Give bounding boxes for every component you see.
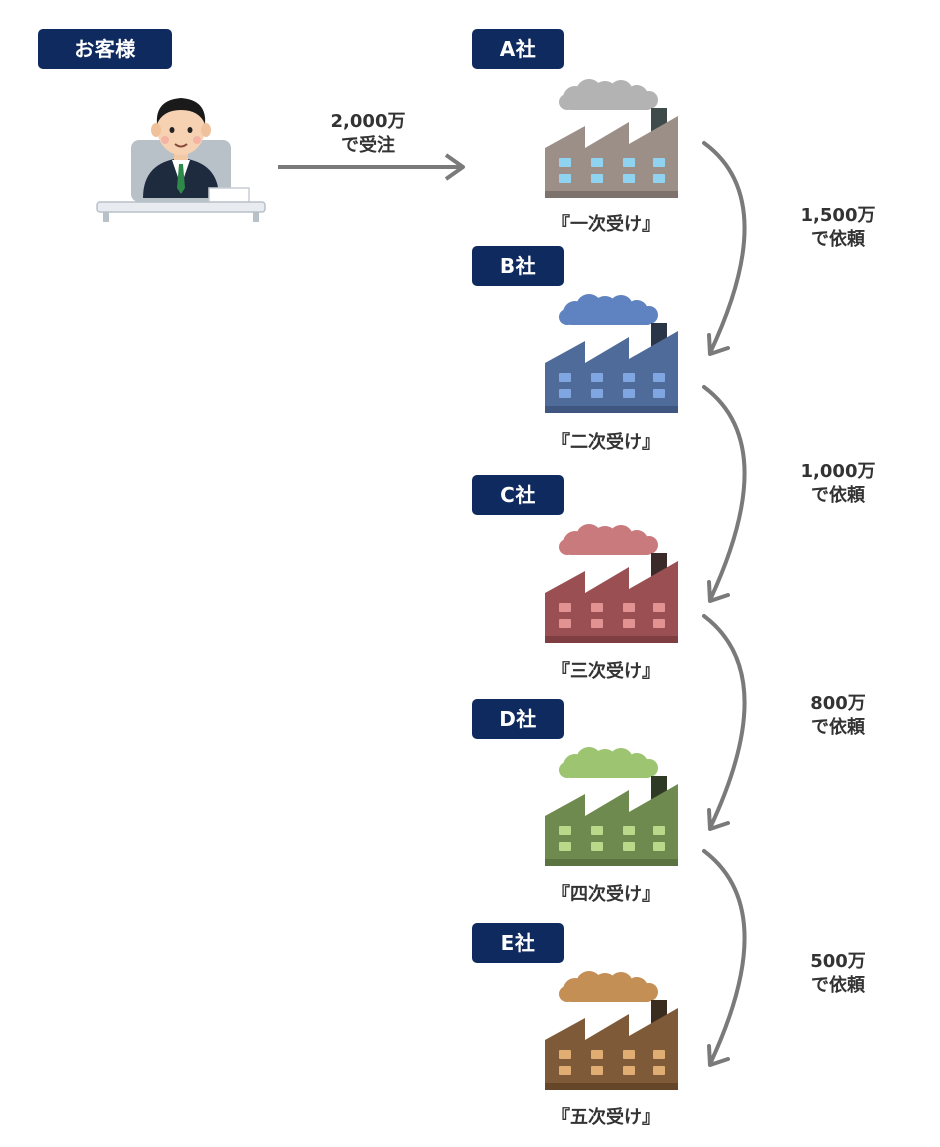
businessman-icon <box>96 98 266 222</box>
request-amount-2: 1,000万 <box>800 461 876 482</box>
tier-label-a: 『一次受け』 <box>552 214 660 235</box>
company-name-e: E社 <box>500 931 536 955</box>
tier-label-b: 『二次受け』 <box>552 432 660 453</box>
request-arrow-1 <box>702 141 747 355</box>
company-badge-c: C社 <box>472 475 564 515</box>
request-amount-3: 800万 <box>810 693 866 714</box>
request-arrow-head-3 <box>707 808 730 831</box>
tier-label-c: 『三次受け』 <box>552 661 660 682</box>
request-arrow-head-1 <box>707 333 730 356</box>
request-amount-1: 1,500万 <box>800 205 876 226</box>
customer-label: お客様 <box>74 37 136 61</box>
request-arrow-head-4 <box>707 1044 730 1067</box>
company-badge-e: E社 <box>472 923 564 963</box>
company-name-d: D社 <box>499 707 537 731</box>
company-name-c: C社 <box>500 483 536 507</box>
order-amount: 2,000万 <box>330 111 406 132</box>
request-action-2: で依頼 <box>811 485 865 506</box>
tier-label-e: 『五次受け』 <box>552 1107 660 1128</box>
request-action-3: で依頼 <box>811 717 865 738</box>
request-action-1: で依頼 <box>811 229 865 250</box>
request-label-2: 1,000万 で依頼 <box>778 460 898 508</box>
request-action-4: で依頼 <box>811 975 865 996</box>
request-label-4: 500万 で依頼 <box>778 950 898 998</box>
customer-badge: お客様 <box>38 29 172 69</box>
request-label-1: 1,500万 で依頼 <box>778 204 898 252</box>
factory-icon-b <box>545 294 678 413</box>
factory-icon-e <box>545 971 678 1090</box>
factory-icon-d <box>545 747 678 866</box>
company-badge-d: D社 <box>472 699 564 739</box>
company-name-a: A社 <box>499 37 537 61</box>
order-action: で受注 <box>341 135 395 156</box>
request-label-3: 800万 で依頼 <box>778 692 898 740</box>
request-arrow-3 <box>702 614 747 830</box>
company-name-b: B社 <box>499 254 537 278</box>
request-arrow-head-2 <box>707 580 730 603</box>
request-arrow-4 <box>702 849 747 1066</box>
company-badge-a: A社 <box>472 29 564 69</box>
factory-icon-c <box>545 524 678 643</box>
order-label: 2,000万 で受注 <box>308 110 428 158</box>
request-amount-4: 500万 <box>810 951 866 972</box>
request-arrow-2 <box>702 385 747 602</box>
company-badge-b: B社 <box>472 246 564 286</box>
tier-label-d: 『四次受け』 <box>552 884 660 905</box>
factory-icon-a <box>545 79 678 198</box>
